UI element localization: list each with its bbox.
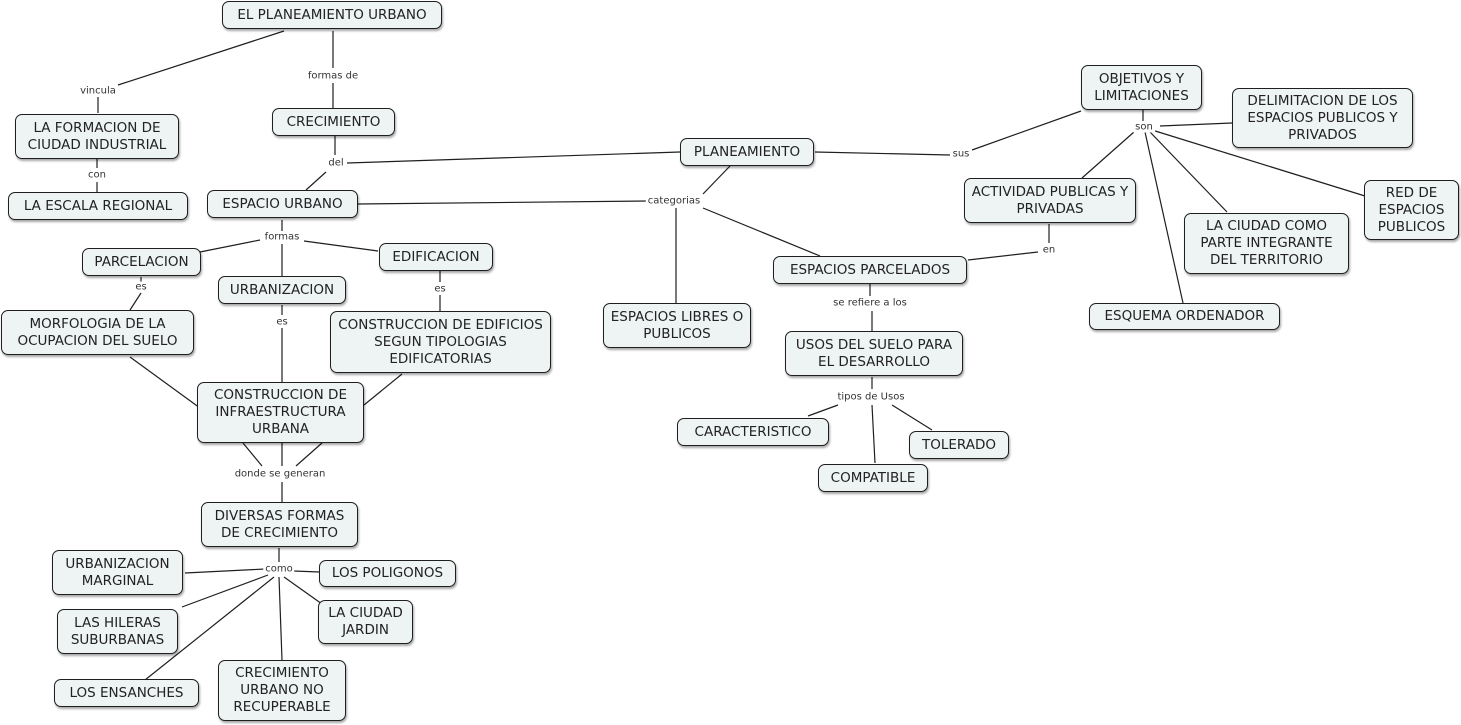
node-crecimiento-no-recuperable[interactable]: CRECIMIENTO URBANO NO RECUPERABLE (218, 660, 346, 721)
link-label-es-urbanizacion: es (274, 316, 290, 328)
link-label-sus: sus (950, 148, 972, 160)
link-label-es-edificacion: es (432, 283, 448, 295)
link-label-del: del (326, 157, 346, 169)
link-label-son: son (1133, 121, 1155, 133)
node-morfologia-ocupacion[interactable]: MORFOLOGIA DE LA OCUPACION DEL SUELO (1, 310, 194, 355)
link-label-con: con (86, 169, 108, 181)
node-construccion-infraestructura[interactable]: CONSTRUCCION DE INFRAESTRUCTURA URBANA (197, 382, 364, 443)
node-red-espacios-publicos[interactable]: RED DE ESPACIOS PUBLICOS (1364, 180, 1459, 240)
node-formacion-ciudad-industrial[interactable]: LA FORMACION DE CIUDAD INDUSTRIAL (15, 114, 179, 159)
node-hileras-suburbanas[interactable]: LAS HILERAS SUBURBANAS (57, 609, 178, 654)
link-label-se-refiere: se refiere a los (831, 297, 909, 309)
node-esquema-ordenador[interactable]: ESQUEMA ORDENADOR (1089, 303, 1280, 330)
node-urbanizacion[interactable]: URBANIZACION (218, 276, 346, 304)
node-ciudad-jardin[interactable]: LA CIUDAD JARDIN (318, 600, 413, 644)
node-usos-del-suelo[interactable]: USOS DEL SUELO PARA EL DESARROLLO (785, 331, 963, 376)
node-planeamiento-urbano[interactable]: EL PLANEAMIENTO URBANO (222, 1, 442, 29)
node-objetivos-limitaciones[interactable]: OBJETIVOS Y LIMITACIONES (1081, 65, 1202, 110)
link-label-donde-se-generan: donde se generan (232, 468, 328, 480)
node-tolerado[interactable]: TOLERADO (909, 431, 1009, 459)
node-espacios-parcelados[interactable]: ESPACIOS PARCELADOS (773, 256, 967, 284)
link-label-es-parcelacion: es (133, 281, 149, 293)
node-ciudad-parte-territorio[interactable]: LA CIUDAD COMO PARTE INTEGRANTE DEL TERR… (1184, 213, 1349, 274)
link-label-vincula: vincula (78, 85, 118, 97)
node-delimitacion-espacios[interactable]: DELIMITACION DE LOS ESPACIOS PUBLICOS Y … (1232, 88, 1413, 148)
node-actividad-publicas-privadas[interactable]: ACTIVIDAD PUBLICAS Y PRIVADAS (964, 178, 1136, 223)
node-construccion-edificios[interactable]: CONSTRUCCION DE EDIFICIOS SEGUN TIPOLOGI… (330, 311, 551, 373)
link-label-como: como (263, 563, 295, 575)
node-planeamiento[interactable]: PLANEAMIENTO (680, 138, 814, 166)
link-label-en: en (1040, 244, 1058, 256)
node-los-poligonos[interactable]: LOS POLIGONOS (319, 560, 456, 587)
node-escala-regional[interactable]: LA ESCALA REGIONAL (8, 192, 188, 220)
node-urbanizacion-marginal[interactable]: URBANIZACION MARGINAL (52, 550, 183, 595)
node-los-ensanches[interactable]: LOS ENSANCHES (54, 679, 199, 707)
node-compatible[interactable]: COMPATIBLE (818, 464, 928, 492)
node-parcelacion[interactable]: PARCELACION (82, 248, 201, 276)
link-label-categorias: categorias (645, 195, 703, 207)
link-label-formas: formas (262, 231, 302, 243)
node-caracteristico[interactable]: CARACTERISTICO (677, 418, 829, 446)
node-edificacion[interactable]: EDIFICACION (379, 243, 493, 271)
link-label-tipos-de-usos: tipos de Usos (835, 391, 907, 403)
node-diversas-formas-crecimiento[interactable]: DIVERSAS FORMAS DE CRECIMIENTO (201, 502, 358, 547)
node-espacio-urbano[interactable]: ESPACIO URBANO (207, 190, 358, 218)
link-label-formas-de: formas de (305, 70, 361, 82)
node-espacios-libres[interactable]: ESPACIOS LIBRES O PUBLICOS (603, 303, 751, 348)
node-crecimiento[interactable]: CRECIMIENTO (272, 108, 395, 136)
